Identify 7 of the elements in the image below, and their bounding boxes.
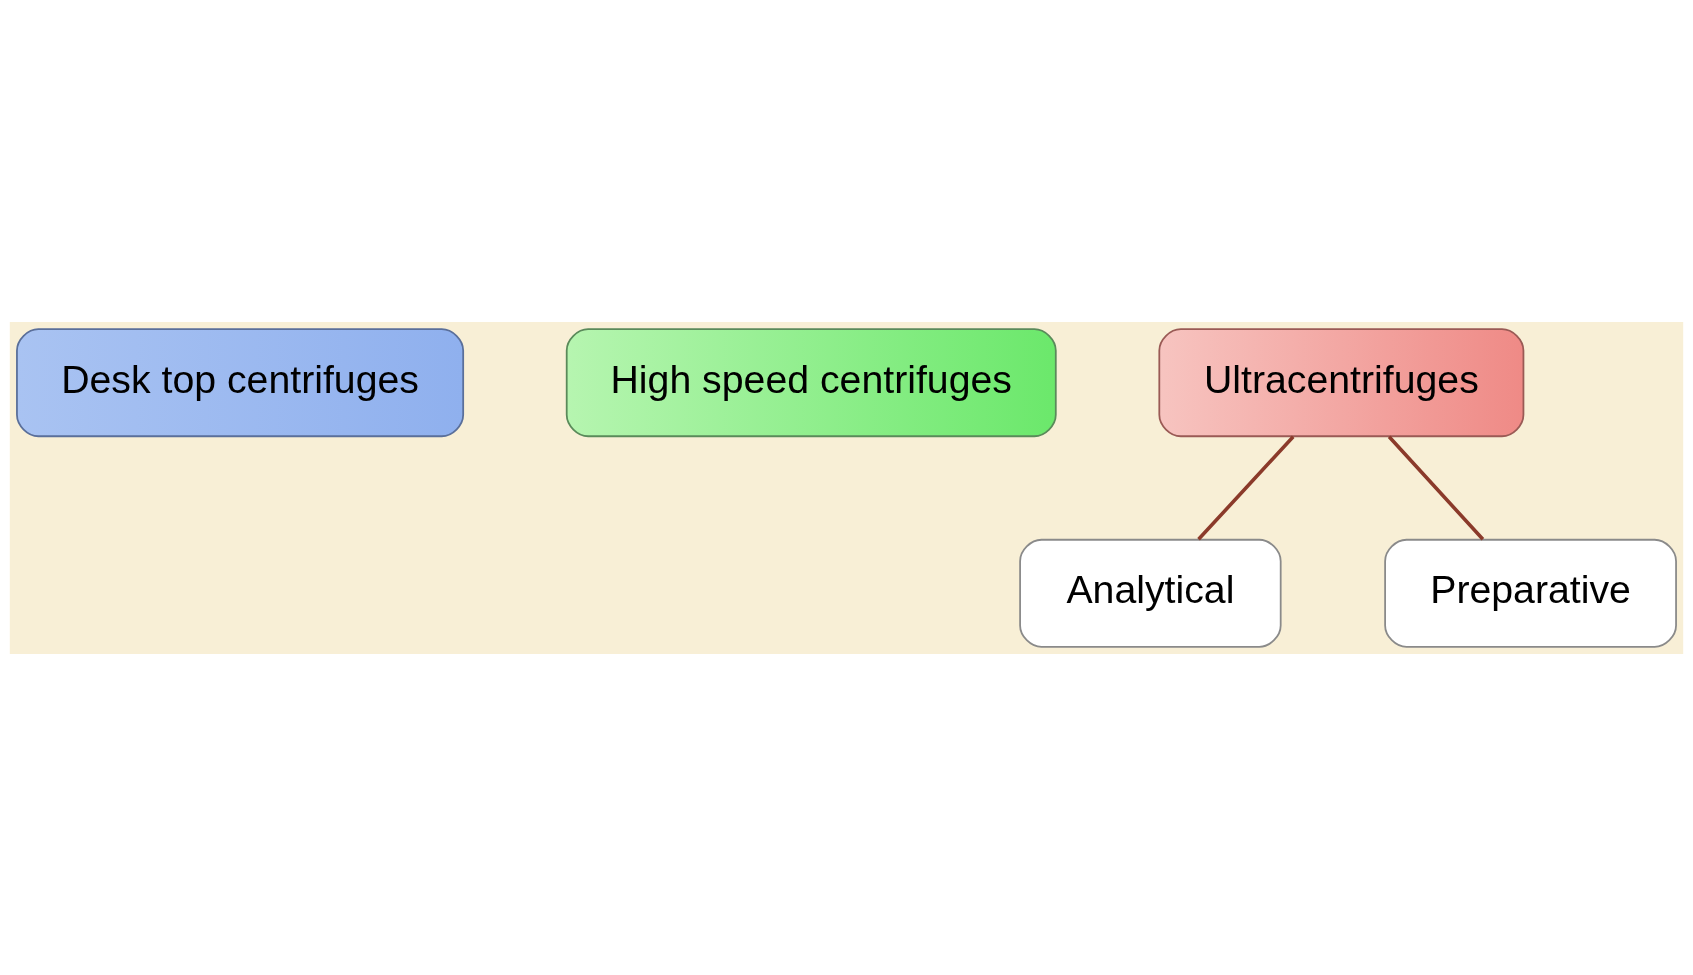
node-box: High speed centrifuges	[565, 327, 1057, 437]
node-box: Preparative	[1384, 538, 1677, 648]
node-box: Analytical	[1019, 538, 1282, 648]
node-box: Ultracentrifuges	[1158, 327, 1525, 437]
connector	[1387, 435, 1485, 540]
connector	[1197, 435, 1295, 540]
node-box: Desk top centrifuges	[16, 327, 465, 437]
